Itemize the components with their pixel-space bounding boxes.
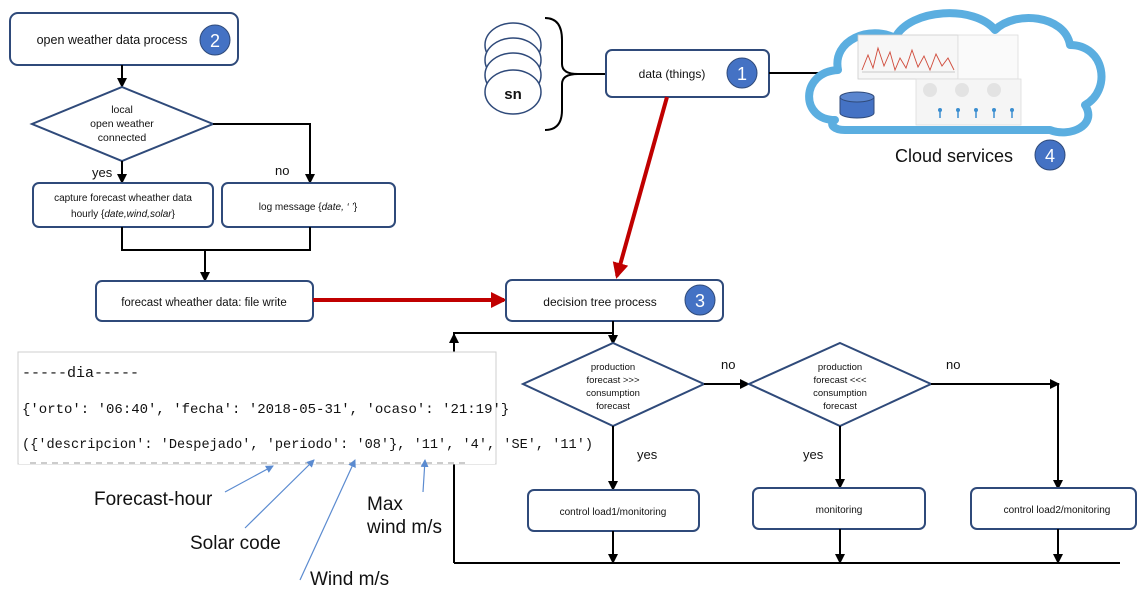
solar-code-annotation: Solar code	[190, 533, 281, 554]
max-wind-annotation-line2: wind m/s	[366, 517, 442, 538]
yes-mid2-label: yes	[803, 447, 824, 462]
decision-tree-node: decision tree process 3	[505, 279, 724, 322]
weather-process-badge: 2	[210, 31, 220, 51]
monitoring-node: monitoring	[752, 487, 926, 530]
local-decision-line2: open weather	[90, 118, 154, 130]
no-left-label: no	[275, 163, 289, 178]
control-load2-node: control load2/monitoring	[970, 487, 1137, 530]
no-mid-label: no	[721, 357, 735, 372]
control-load2-label: control load2/monitoring	[1004, 505, 1111, 516]
prod-gt-line2: forecast >>>	[586, 375, 640, 386]
prod-lt-line3: consumption	[813, 388, 867, 399]
dashboard-thumbnail-chart	[857, 34, 959, 80]
decision-tree-label: decision tree process	[543, 295, 656, 309]
cloud-services	[805, 9, 1106, 137]
wind-annotation: Wind m/s	[310, 569, 389, 590]
monitoring-label: monitoring	[816, 505, 863, 516]
decision-tree-badge: 3	[695, 291, 705, 311]
local-decision-line3: connected	[98, 132, 147, 144]
control-load1-node: control load1/monitoring	[527, 489, 700, 532]
capture-forecast-node: capture forecast wheather data hourly {d…	[32, 182, 214, 228]
sensor-nodes-stack: sn	[484, 22, 542, 115]
database-icon	[839, 91, 875, 119]
data-things-badge: 1	[737, 64, 747, 84]
local-decision-line1: local	[111, 104, 133, 116]
capture-line2: hourly {date,wind,solar}	[71, 209, 176, 220]
prod-lt-line2: forecast <<<	[813, 375, 867, 386]
grouping-brace	[544, 17, 579, 131]
file-write-label: forecast wheather data: file write	[121, 297, 287, 309]
code-sample-panel: -----dia----- {'orto': '06:40', 'fecha':…	[17, 351, 593, 465]
no-right-label: no	[946, 357, 960, 372]
data-things-label: data (things)	[639, 67, 706, 81]
cloud-badge-circle	[1034, 139, 1066, 171]
prod-lt-line1: production	[818, 362, 862, 373]
log-message-label: log message {date, ‘ ’}	[259, 202, 358, 213]
max-wind-annotation-line1: Max	[367, 494, 403, 515]
weather-process-label: open weather data process	[37, 33, 188, 47]
log-message-node: log message {date, ‘ ’}	[221, 182, 396, 228]
capture-line1: capture forecast wheather data	[54, 193, 192, 204]
data-things-node: data (things) 1	[605, 49, 770, 98]
code-line-3: ({'descripcion': 'Despejado', 'periodo':…	[22, 438, 593, 453]
local-weather-decision: local open weather connected	[29, 85, 216, 163]
weather-process-node: open weather data process 2	[9, 12, 239, 66]
code-line-2: {'orto': '06:40', 'fecha': '2018-05-31',…	[22, 402, 509, 418]
production-greater-decision: production forecast >>> consumption fore…	[520, 341, 707, 428]
prod-lt-line4: forecast	[823, 401, 857, 412]
control-load1-label: control load1/monitoring	[560, 507, 667, 518]
production-less-decision: production forecast <<< consumption fore…	[746, 341, 934, 428]
prod-gt-line1: production	[591, 362, 635, 373]
prod-gt-line3: consumption	[586, 388, 640, 399]
prod-gt-line4: forecast	[596, 401, 630, 412]
yes-left-label: yes	[92, 165, 113, 180]
code-line-1: -----dia-----	[22, 365, 139, 382]
cloud-services-label: Cloud services	[895, 146, 1013, 166]
forecast-hour-annotation: Forecast-hour	[94, 489, 213, 510]
yes-mid1-label: yes	[637, 447, 658, 462]
sn-label: sn	[504, 86, 522, 103]
cloud-badge: 4	[1045, 146, 1055, 166]
file-write-node: forecast wheather data: file write	[95, 280, 314, 322]
